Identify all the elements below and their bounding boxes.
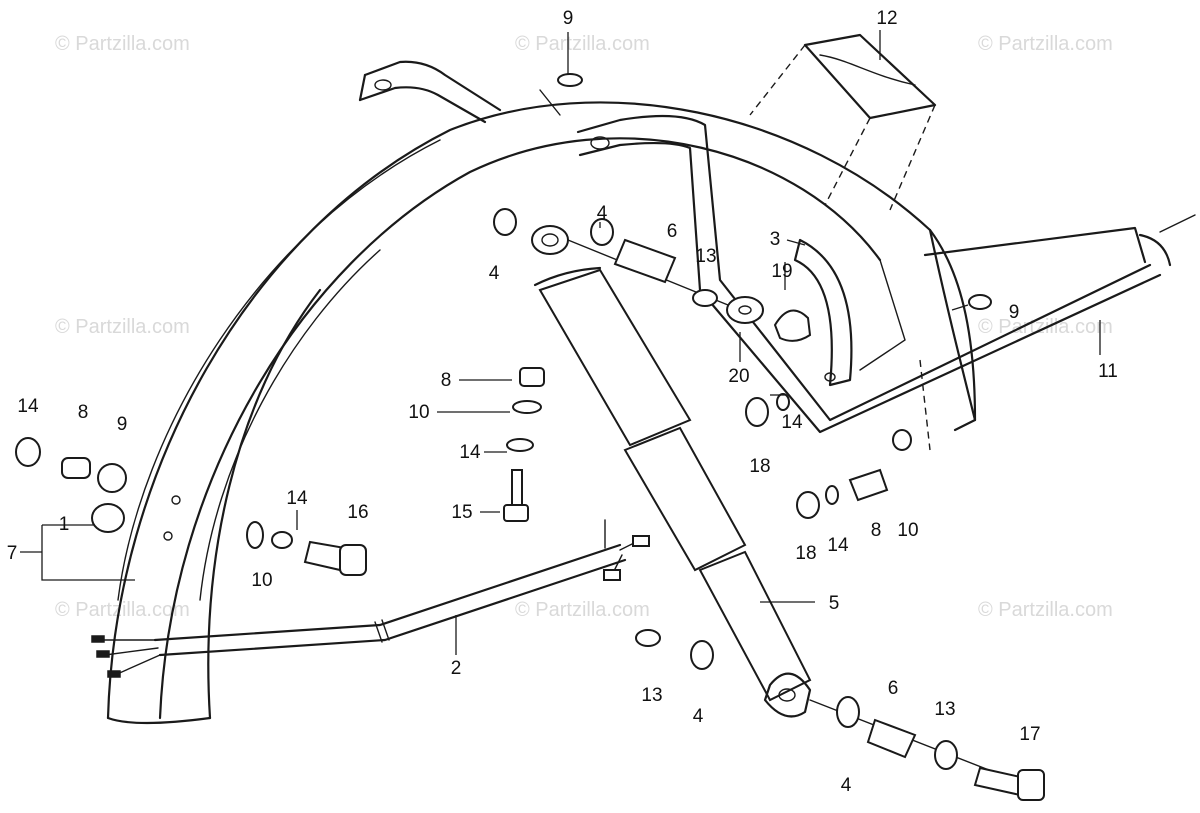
washer: [246, 521, 264, 549]
nut: [557, 73, 583, 87]
washer: [934, 740, 958, 770]
nut: [968, 294, 992, 310]
callout-4: 4: [489, 263, 500, 284]
callout-8: 8: [871, 520, 882, 541]
washer: [271, 531, 293, 549]
bolt: [511, 469, 523, 509]
watermark: © Partzilla.com: [55, 316, 190, 338]
bushing: [97, 463, 127, 493]
callout-1: 1: [59, 514, 70, 535]
callout-11: 11: [1098, 361, 1118, 382]
callout-20: 20: [728, 366, 749, 387]
bolt-head: [503, 504, 529, 522]
collar: [866, 718, 917, 759]
nut: [796, 491, 820, 519]
callout-8: 8: [441, 370, 452, 391]
callout-10: 10: [251, 570, 272, 591]
callout-19: 19: [771, 261, 792, 282]
watermarks: © Partzilla.com © Partzilla.com © Partzi…: [55, 33, 1113, 621]
bushing: [836, 696, 860, 728]
callout-14: 14: [781, 412, 803, 433]
front-fender: [106, 89, 977, 725]
callout-4: 4: [693, 706, 704, 727]
washer: [825, 485, 839, 505]
rear-fender-stay: [358, 60, 502, 124]
callout-12: 12: [876, 8, 897, 29]
watermark: © Partzilla.com: [515, 599, 650, 621]
callout-17: 17: [1019, 724, 1040, 745]
callout-6: 6: [667, 221, 678, 242]
watermark: © Partzilla.com: [978, 33, 1113, 55]
callout-4: 4: [597, 203, 608, 224]
callout-2: 2: [451, 658, 462, 679]
washer: [506, 438, 534, 452]
washer: [776, 393, 790, 411]
callout-9: 9: [1009, 302, 1020, 323]
watermark: © Partzilla.com: [55, 599, 190, 621]
callout-8: 8: [78, 402, 89, 423]
washer: [726, 296, 764, 324]
callout-18: 18: [795, 543, 816, 564]
callout-10: 10: [897, 520, 918, 541]
bolt-head: [339, 544, 367, 576]
shock-absorber: [531, 225, 1041, 791]
clamp: [793, 238, 853, 387]
callout-9: 9: [563, 8, 574, 29]
bolt-head: [1017, 769, 1045, 801]
callout-4: 4: [841, 775, 852, 796]
callout-3: 3: [770, 229, 781, 250]
callout-14: 14: [827, 535, 849, 556]
callout-13: 13: [934, 699, 955, 720]
wire-harness: [91, 519, 650, 678]
collar: [519, 367, 545, 387]
collar: [848, 468, 889, 502]
washer: [692, 289, 718, 307]
fender-stay: [576, 114, 1196, 434]
callout-7: 7: [7, 543, 18, 564]
bushing: [690, 640, 714, 670]
bracket-box: [749, 33, 937, 451]
callout-6: 6: [888, 678, 899, 699]
bushing: [91, 503, 125, 533]
callout-5: 5: [829, 593, 840, 614]
callout-16: 16: [347, 502, 368, 523]
bushing: [493, 208, 517, 236]
leader-lines: [20, 30, 1101, 655]
callout-labels: 9 12 4 6 3 19 13 4 9 20 11 8 10 14 8 9 1…: [7, 8, 1118, 796]
nut: [15, 437, 41, 467]
callout-13: 13: [641, 685, 662, 706]
watermark: © Partzilla.com: [55, 33, 190, 55]
cap-nut: [773, 309, 812, 342]
watermark: © Partzilla.com: [978, 599, 1113, 621]
callout-13: 13: [695, 246, 716, 267]
collar: [61, 457, 91, 479]
watermark: © Partzilla.com: [515, 33, 650, 55]
washer: [512, 400, 542, 414]
washer: [635, 629, 661, 647]
bushing: [590, 218, 614, 246]
callout-15: 15: [451, 502, 472, 523]
callout-10: 10: [408, 402, 429, 423]
nut: [745, 397, 769, 427]
callout-14: 14: [286, 488, 308, 509]
callout-18: 18: [749, 456, 770, 477]
callout-14: 14: [459, 442, 481, 463]
washer: [892, 429, 912, 451]
collar: [613, 238, 677, 284]
callout-14: 14: [17, 396, 39, 417]
callout-9: 9: [117, 414, 128, 435]
hardware: [15, 73, 1045, 801]
